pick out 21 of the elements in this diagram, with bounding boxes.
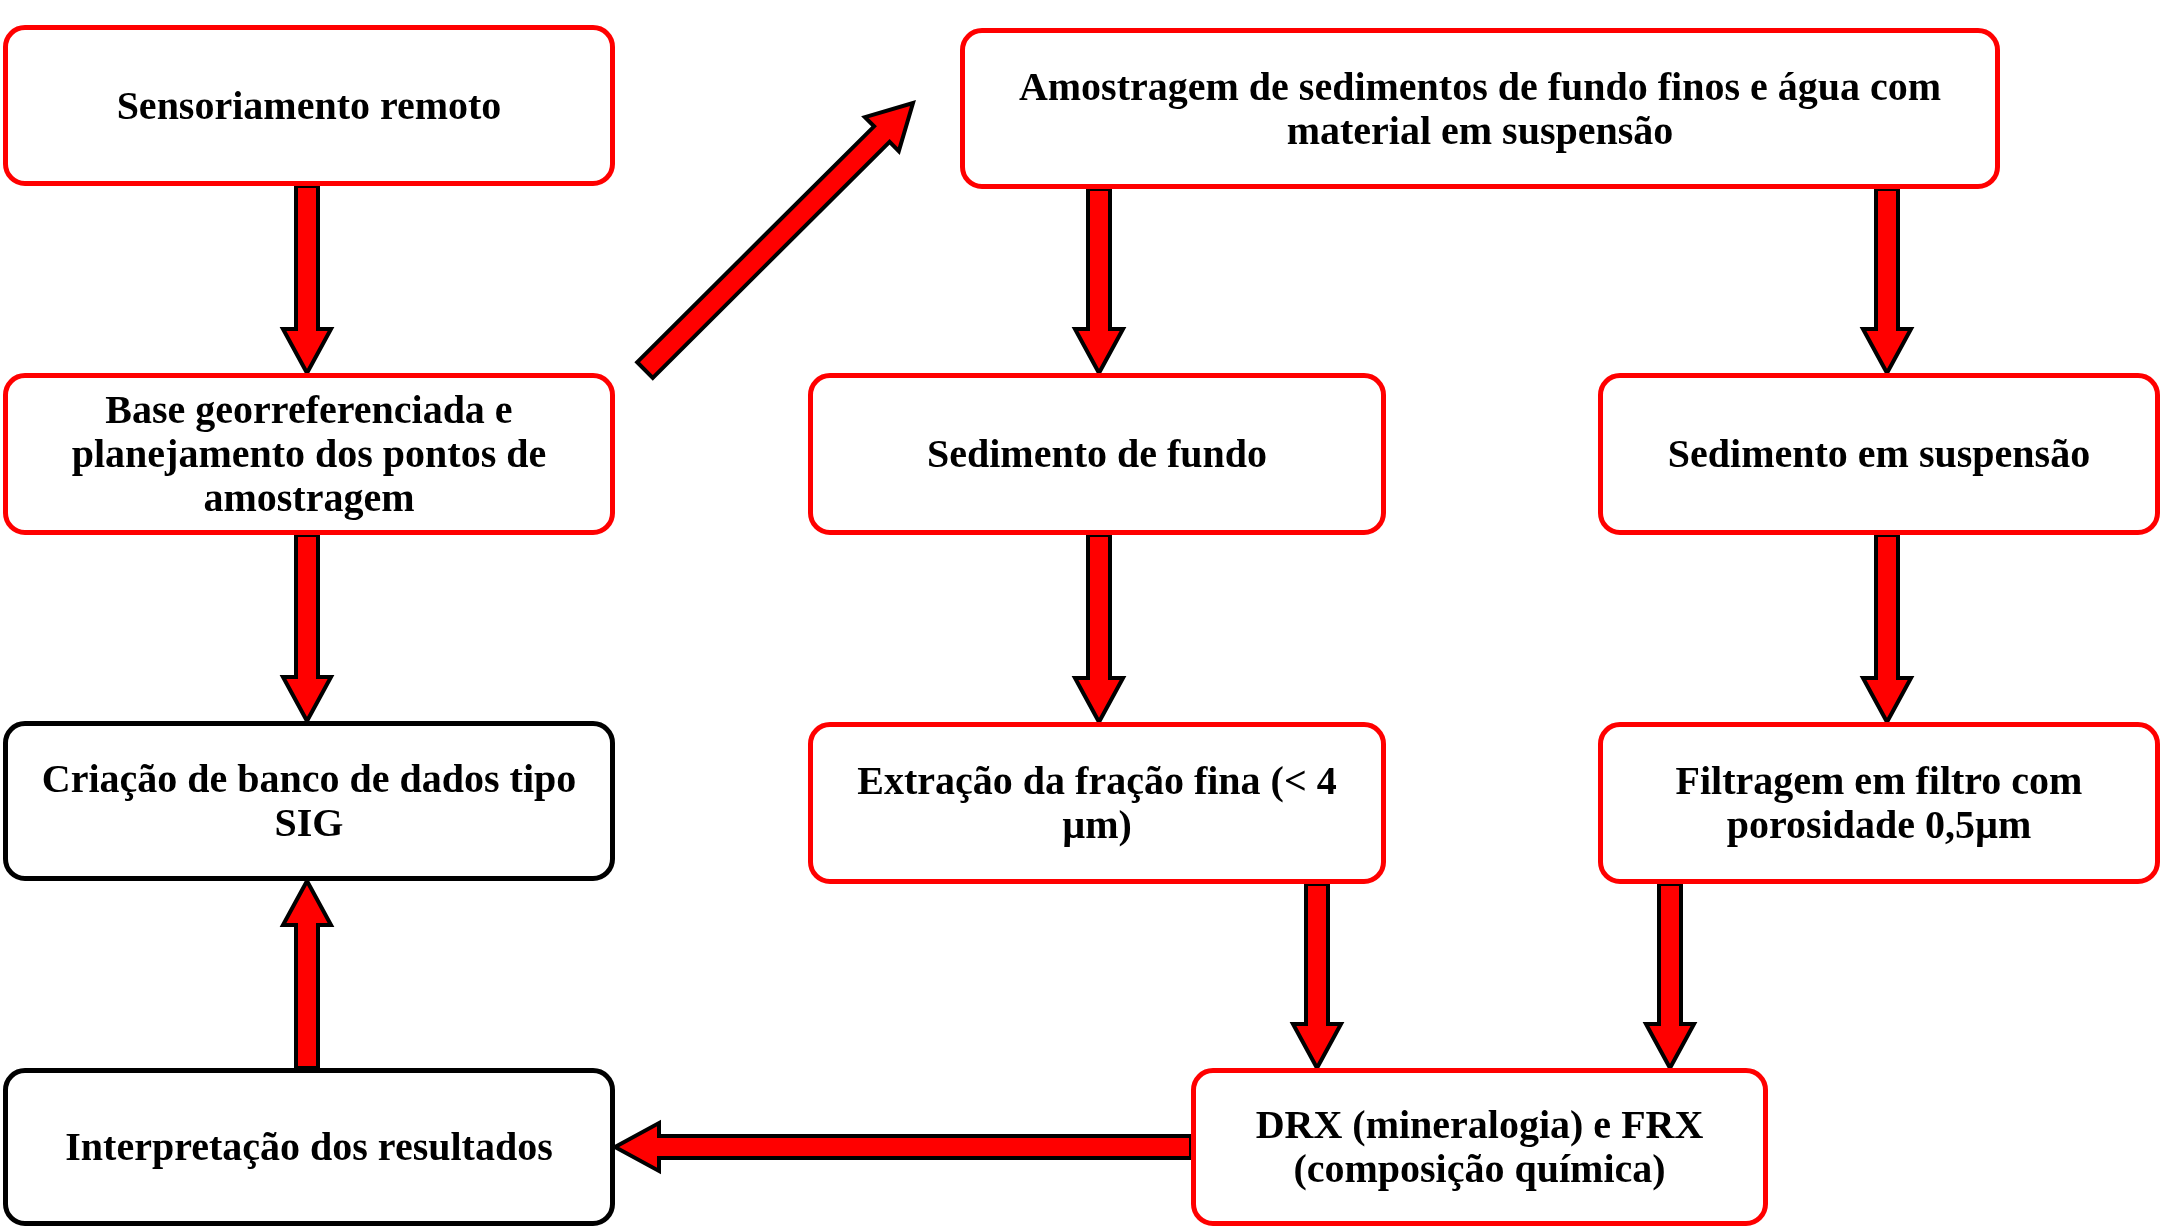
box-text: Base georreferenciada e planejamento dos pontos de amostragem	[70, 388, 548, 520]
process-box	[3, 25, 615, 186]
box-text: Criação de banco de dados tipo SIG	[40, 757, 578, 845]
process-box	[3, 1068, 615, 1226]
process-box	[808, 722, 1386, 884]
process-box	[1598, 373, 2160, 535]
process-box	[3, 373, 615, 535]
box-text: Sedimento em suspensão	[1667, 432, 2091, 476]
box-text: Interpretação dos resultados	[65, 1125, 553, 1169]
process-box	[960, 28, 2000, 189]
process-box	[1191, 1068, 1768, 1226]
box-text: Amostragem de sedimentos de fundo finos e água com material em suspensão	[1017, 64, 1943, 153]
box-text: Sensoriamento remoto	[116, 83, 502, 128]
process-box	[1598, 722, 2160, 884]
box-text: DRX (mineralogia) e FRX (composição química)	[1254, 1103, 1705, 1191]
box-text: Sedimento de fundo	[926, 432, 1268, 476]
box-text: Filtragem em filtro com porosidade 0,5µm	[1674, 759, 2084, 847]
block-arrow	[634, 100, 916, 381]
box-text: Extração da fração fina (< 4 µm)	[856, 759, 1338, 847]
process-box	[3, 721, 615, 881]
process-box	[808, 373, 1386, 535]
